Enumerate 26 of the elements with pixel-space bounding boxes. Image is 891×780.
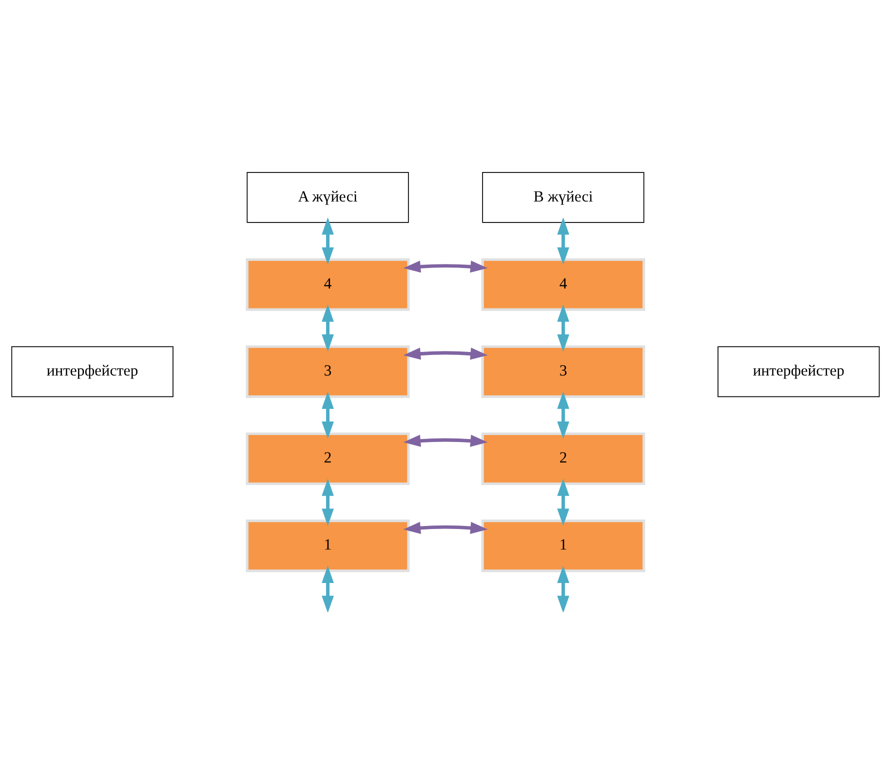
node-box: 2 (481, 432, 646, 485)
node-box: 1 (481, 519, 646, 572)
node-box: 3 (246, 344, 410, 398)
arrow (557, 304, 570, 352)
node-box: 4 (246, 258, 410, 310)
arrow (403, 521, 488, 534)
node-box: интерфейстер (11, 346, 174, 397)
arrow (322, 304, 334, 352)
node-box: интерфейстер (718, 346, 880, 397)
node-box: 3 (481, 344, 646, 398)
arrow (403, 260, 488, 272)
arrow (557, 565, 570, 612)
node-box: B жүйесі (482, 172, 644, 222)
arrow (557, 391, 570, 438)
arrow (322, 478, 334, 526)
arrow (557, 478, 570, 526)
arrow (557, 216, 570, 264)
arrow (403, 347, 488, 360)
arrow (403, 434, 488, 446)
arrow (322, 565, 334, 612)
node-box: 1 (246, 519, 410, 572)
node-box: A жүйесі (246, 172, 409, 222)
arrow (322, 216, 334, 264)
arrow (322, 391, 334, 438)
node-box: 2 (246, 432, 410, 485)
node-box: 4 (481, 258, 646, 310)
